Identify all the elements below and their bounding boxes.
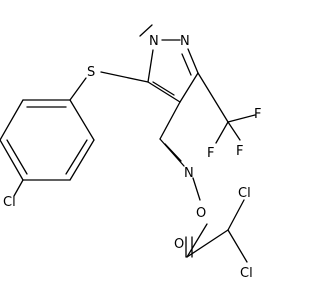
- atom-s: S: [87, 65, 95, 80]
- atom-n-oxime: N: [184, 166, 194, 181]
- atom-f3: F: [207, 146, 214, 161]
- atom-n2: N: [180, 34, 190, 49]
- bond-n-o: [192, 177, 201, 201]
- bonds: [0, 24, 256, 263]
- atom-n1: N: [149, 34, 159, 49]
- bond-c-chcl2: [186, 229, 229, 258]
- atom-cl-b: Cl: [240, 266, 253, 281]
- bond-o-c: [186, 223, 208, 258]
- bond-ar4-ar5-double: [6, 139, 28, 175]
- bond-ar5-ar6: [0, 99, 24, 141]
- atom-f2: F: [236, 144, 243, 159]
- atom-f1: F: [254, 107, 261, 122]
- atom-cl-aryl: Cl: [3, 195, 16, 210]
- bond-c4-ch: [159, 101, 181, 140]
- bond-n2-c3-double: [181, 53, 192, 76]
- bond-ch-n-double: [164, 143, 182, 162]
- bond-c3-cf3: [197, 72, 229, 123]
- bond-ar1-ar2: [69, 99, 95, 141]
- bond-cf3-f1: [227, 114, 256, 123]
- bond-s-aryl: [69, 77, 87, 101]
- bond-n1-methyl: [139, 24, 153, 37]
- bond-chcl2-clb: [227, 229, 248, 263]
- chemical-structure: N N S Cl N O O Cl Cl F F F: [0, 24, 261, 281]
- bond-ar-cl: [13, 179, 24, 197]
- bond-ch-n: [159, 138, 185, 167]
- atom-o-ester: O: [196, 206, 206, 221]
- bond-ar4-ar5: [0, 139, 24, 181]
- bond-c4-c5-double: [152, 81, 175, 96]
- bond-chcl2-cla: [227, 199, 245, 231]
- bond-c5-s: [100, 71, 149, 83]
- bond-c5-n1: [147, 49, 154, 83]
- atom-o-carbonyl: O: [174, 237, 184, 252]
- bond-c3-c4: [179, 72, 199, 103]
- bond-ar2-ar3-double: [65, 139, 88, 175]
- bond-c4-c5: [147, 81, 181, 103]
- atom-labels: N N S Cl N O O Cl Cl F F F: [3, 34, 261, 281]
- bond-cf3-f2: [227, 121, 241, 141]
- bond-ar2-ar3: [69, 139, 95, 181]
- bond-cf3-f3: [215, 121, 229, 144]
- bond-n2-c3: [187, 48, 199, 74]
- atom-cl-a: Cl: [238, 186, 251, 201]
